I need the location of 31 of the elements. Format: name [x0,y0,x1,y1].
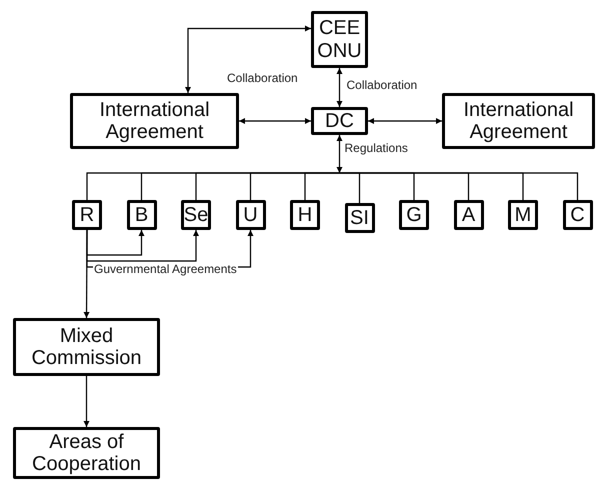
country-box: SI [344,203,374,233]
arrow [336,135,342,173]
arrow [336,68,342,107]
arrow [84,230,90,318]
arrow [368,118,442,124]
country-box: Se [181,200,211,230]
country-box: M [508,200,538,230]
process-box: DC [311,107,368,135]
country-box: A [454,200,484,230]
arrow [86,230,144,256]
arrow [185,26,311,93]
connector-line [304,172,340,200]
edge-label: Collaboration [346,78,418,92]
arrow [86,230,199,262]
edge-label: Guvernmental Agreements [93,262,238,276]
arrow [84,376,90,427]
country-box: U [236,200,266,230]
edge-label: Regulations [344,141,409,156]
country-box: R [72,200,102,230]
process-box: International Agreement [70,93,239,149]
process-box: International Agreement [442,93,595,149]
process-box: Areas of Cooperation [13,427,160,479]
connector-line [340,172,578,200]
country-box: H [290,200,320,230]
country-box: C [562,200,592,230]
process-box: CEE ONU [311,11,368,68]
process-box: Mixed Commission [13,318,160,376]
annotation-label: Collaboration [226,71,299,86]
arrow [239,118,311,124]
country-box: B [126,200,156,230]
country-box: G [399,200,429,230]
